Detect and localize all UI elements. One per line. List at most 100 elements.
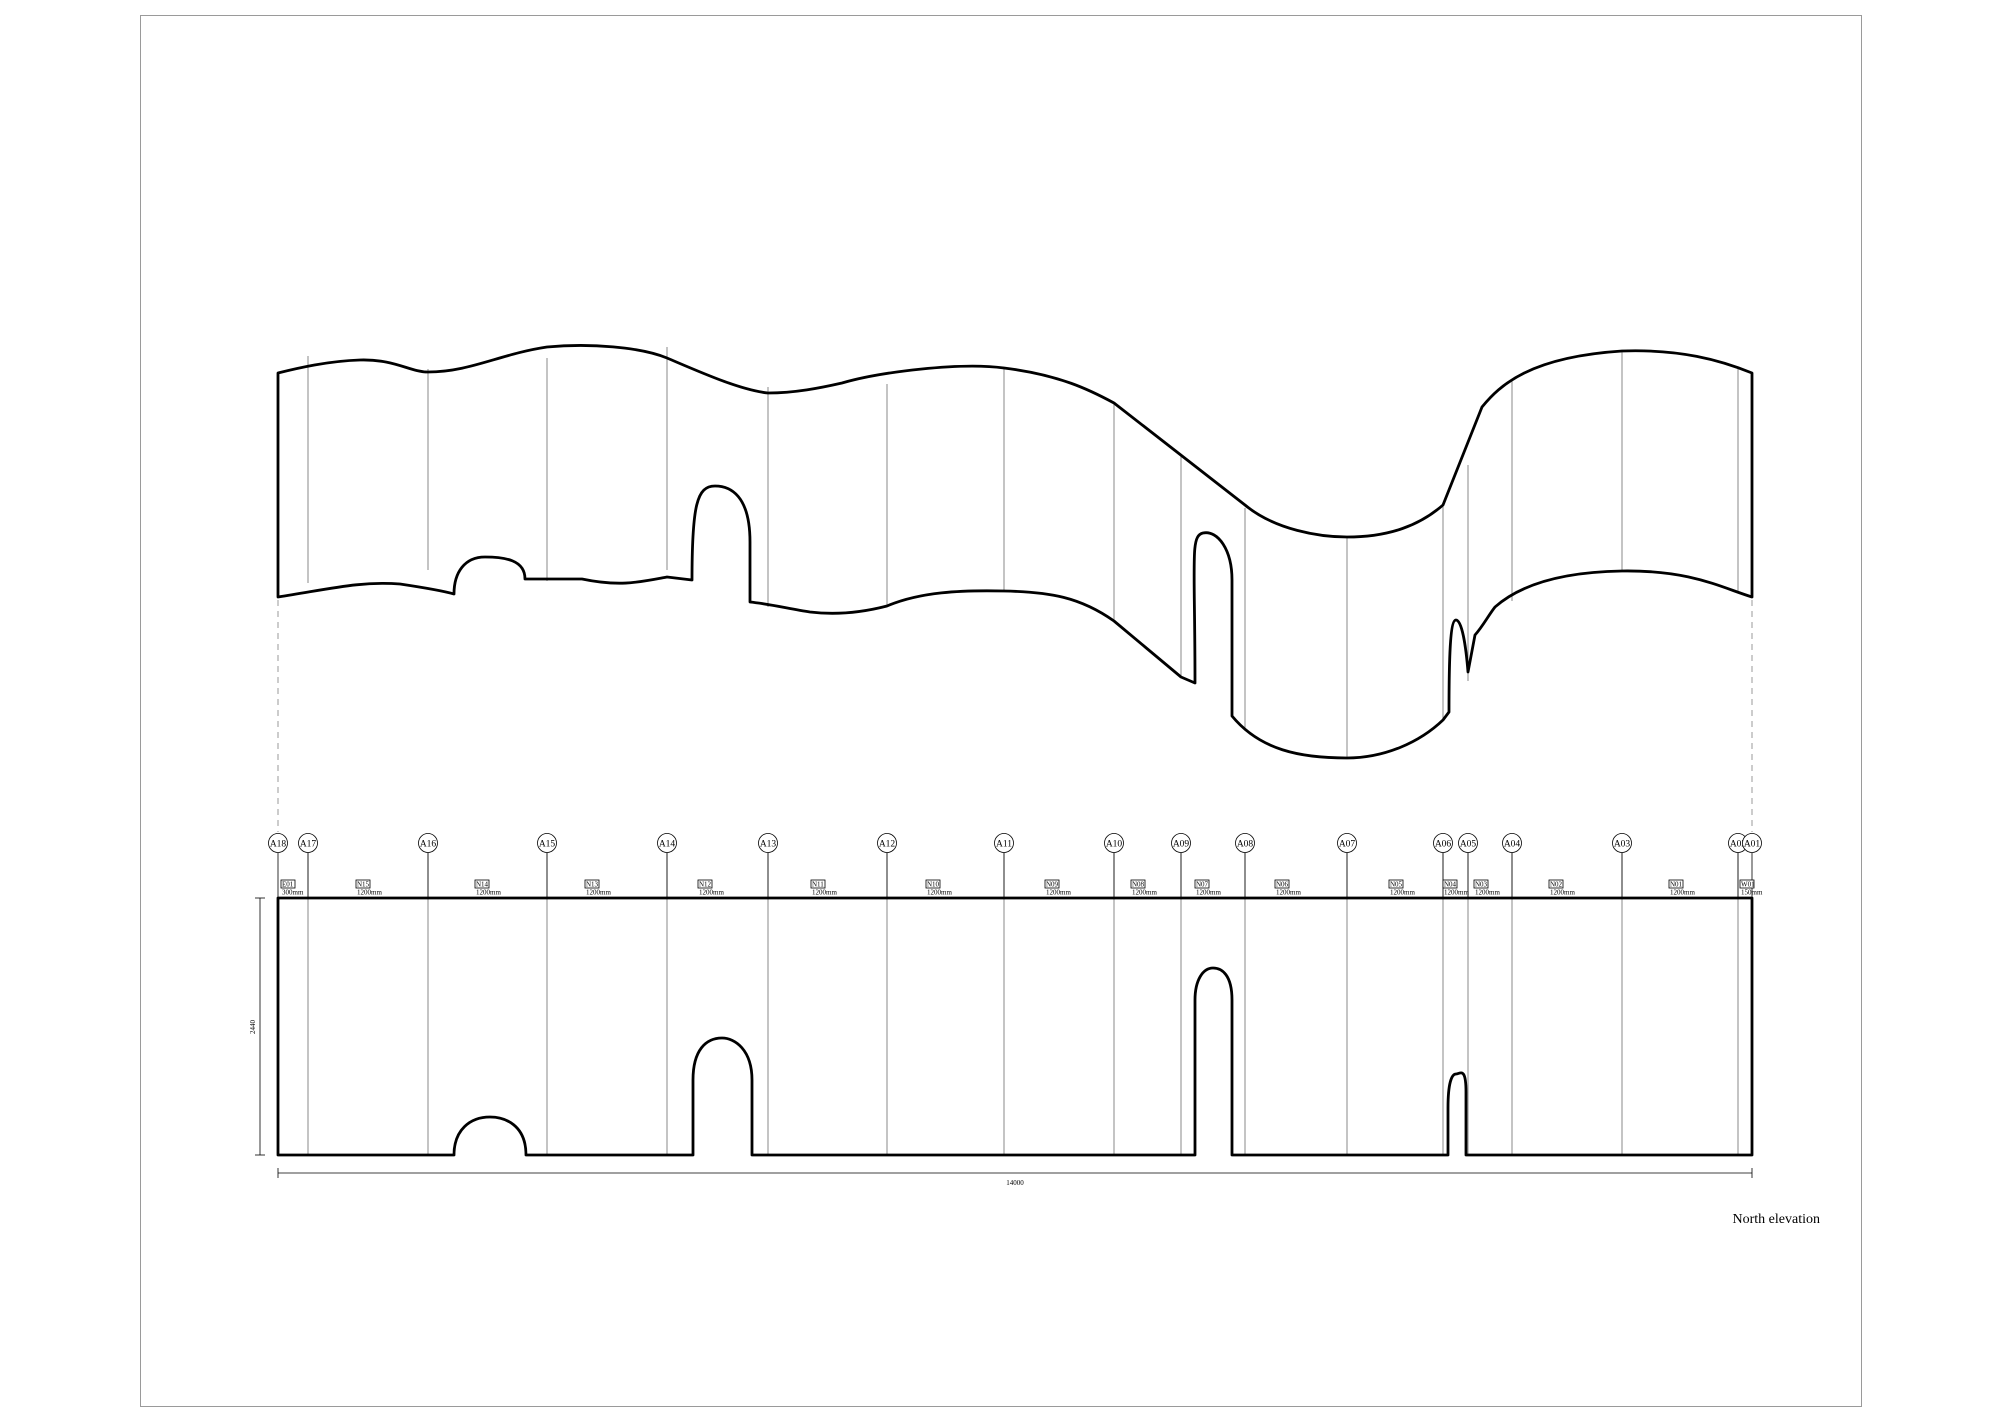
axis-label: A01 [1744,840,1761,850]
panel-id: E01 [282,881,294,889]
axis-label: A18 [270,840,287,850]
axis-bubble [268,833,288,853]
axis-label: A17 [300,840,317,850]
axis-bubble [418,833,438,853]
panel-tag-box [474,879,490,889]
panel-tag-box [1473,879,1489,889]
axis-markers: A18 A17 A16 A15 A14 A13 A12 A11 A10 A09 A08 A07 A06 A… [268,833,1762,898]
panel-tag-box [584,879,600,889]
axis-bubble [994,833,1014,853]
panel-tag-box [280,879,296,889]
perspective-wall-outline [276,344,1754,760]
panel-tag-box [1668,879,1684,889]
panel-tag-box [810,879,826,889]
axis-marker-a03: A03 [1612,833,1632,898]
panel-id: N09 [1046,881,1059,889]
panel-width: 1200mm [1196,889,1221,897]
dimension-length-label: 14000 [1006,1179,1024,1187]
panel-id: W01 [1741,881,1755,889]
axis-label: A10 [1106,840,1123,850]
panel-tag-box [1548,879,1564,889]
axis-marker-a04: A04 [1502,833,1522,898]
projection-lines [277,600,1753,832]
axis-marker-a12: A12 [877,833,897,898]
axis-marker-a05: A05 [1458,833,1478,898]
perspective-joint-lines [307,347,1739,757]
panel-width: 1200mm [699,889,724,897]
axis-label: A14 [659,840,676,850]
axis-label: A16 [420,840,437,850]
axis-label: A02 [1730,840,1747,850]
axis-label: A05 [1460,840,1477,850]
panel-width: 1200mm [1670,889,1695,897]
panel-id: N08 [1132,881,1145,889]
panel-width: 1200mm [812,889,837,897]
elevation-wall-outline [276,896,1754,1157]
panel-id: N12 [699,881,712,889]
panel-tag-box [1274,879,1290,889]
axis-marker-a09: A09 [1171,833,1191,898]
axis-bubble [1235,833,1255,853]
panel-tags: E01300mmN151200mmN141200mmN131200mmN1212… [280,879,1763,897]
elevation-joint-lines [307,848,1739,1155]
axis-marker-a10: A10 [1104,833,1124,898]
axis-bubble [1612,833,1632,853]
panel-id: N03 [1475,881,1488,889]
panel-tag-box [355,879,371,889]
dimension-height-label: 2440 [249,1020,257,1035]
axis-bubble [537,833,557,853]
axis-bubble [1433,833,1453,853]
panel-id: N13 [586,881,599,889]
axis-bubble [657,833,677,853]
panel-width: 1200mm [357,889,382,897]
axis-label: A11 [996,840,1012,850]
axis-marker-a07: A07 [1337,833,1357,898]
axis-label: A09 [1173,840,1190,850]
panel-width: 1200mm [1444,889,1469,897]
dimension-length: 14000 [277,1168,1753,1187]
axis-label: A13 [760,840,777,850]
axis-marker-a06: A06 [1433,833,1453,898]
panel-id: N01 [1670,881,1683,889]
flat-elevation-view [276,848,1754,1157]
perspective-wall-view [276,344,1754,832]
panel-tag-box [925,879,941,889]
sheet-border [140,15,1862,1407]
axis-bubble [1502,833,1522,853]
panel-tag-box [1044,879,1060,889]
axis-label: A12 [879,840,896,850]
panel-id: N04 [1444,881,1457,889]
panel-width: 1200mm [1046,889,1071,897]
axis-label: A06 [1435,840,1452,850]
axis-marker-a14: A14 [657,833,677,898]
panel-width: 1200mm [1276,889,1301,897]
panel-tag-box [1739,879,1755,889]
axis-label: A15 [539,840,556,850]
panel-id: N06 [1276,881,1289,889]
axis-marker-a08: A08 [1235,833,1255,898]
panel-tag-box [697,879,713,889]
panel-id: N14 [476,881,489,889]
panel-width: 1200mm [476,889,501,897]
axis-bubble [1104,833,1124,853]
panel-tag-box [1194,879,1210,889]
axis-marker-a11: A11 [994,833,1014,898]
panel-id: N07 [1196,881,1209,889]
